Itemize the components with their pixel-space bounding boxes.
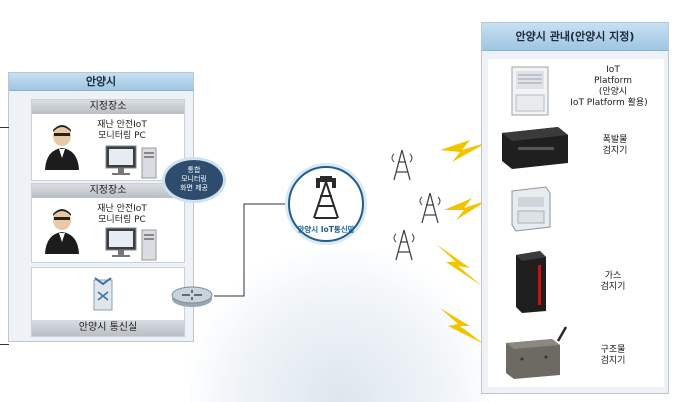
badge-line1: 통합 xyxy=(187,166,201,174)
structure-line1: 구조물 xyxy=(600,345,626,355)
structure-detector-icon xyxy=(506,326,568,379)
gas-line1: 가스 xyxy=(604,271,622,281)
platform-line2: Platform xyxy=(594,76,632,86)
site-connector-bracket xyxy=(0,127,9,345)
designated-site-1: 지정장소 재난 안전IoT 모니터링 PC xyxy=(31,99,185,181)
background-cityscape xyxy=(190,250,490,402)
designated-site-2: 지정장소 재난 안전IoT 모니터링 PC xyxy=(31,183,185,263)
sensor-unit-icon xyxy=(511,186,551,232)
structure-detector-label: 구조물 검지기 xyxy=(568,345,658,367)
monitoring-pc-label: 재난 안전IoT 모니터링 PC xyxy=(82,120,162,142)
tower-icon xyxy=(391,149,413,181)
pc-label-line1: 재난 안전IoT xyxy=(97,204,147,214)
gas-detector-icon xyxy=(516,251,546,313)
anyang-district-panel: 안양시 관내(안양시 지정) IoT Platform (안양시 IoT Pla… xyxy=(481,22,669,394)
cell-tower-icon xyxy=(313,176,339,219)
server-icon xyxy=(93,277,113,311)
device-list: IoT Platform (안양시 IoT Platform 활용) 폭발물 검… xyxy=(488,59,664,387)
designated-site-1-header: 지정장소 xyxy=(32,100,184,114)
explosive-detector-label: 폭발물 검지기 xyxy=(570,135,660,157)
explosive-detector-icon xyxy=(502,127,568,169)
gas-detector-label: 가스 검지기 xyxy=(568,271,658,293)
designated-site-2-header: 지정장소 xyxy=(32,184,184,198)
iot-network-label: 안양시 IoT통신망 xyxy=(297,225,355,234)
desktop-pc-icon xyxy=(105,227,157,261)
pc-label-line1: 재난 안전IoT xyxy=(97,120,147,130)
structure-line2: 검지기 xyxy=(600,356,626,366)
anyang-panel: 안양시 지정장소 재난 안전IoT 모니터링 PC 지정장소 xyxy=(0,72,194,345)
platform-line1: IoT xyxy=(606,65,620,75)
comm-room-label: 안양시 통신실 xyxy=(32,320,184,336)
iot-network-hub: 안양시 IoT통신망 xyxy=(288,166,364,242)
platform-line4: IoT Platform 활용) xyxy=(570,98,648,108)
pc-label-line2: 모니터링 PC xyxy=(98,131,146,141)
gas-line2: 검지기 xyxy=(600,282,626,292)
explosive-line2: 검지기 xyxy=(602,146,628,156)
platform-line3: (안양시 xyxy=(598,87,628,97)
integrated-monitoring-badge: 통합 모니터링 화면 제공 xyxy=(165,160,223,200)
tower-icon xyxy=(419,192,441,224)
pc-label-line2: 모니터링 PC xyxy=(98,215,146,225)
server-rack-icon xyxy=(511,66,549,116)
comm-room-box: 안양시 통신실 xyxy=(31,267,185,337)
anyang-panel-title: 안양시 xyxy=(9,73,193,91)
operator-icon xyxy=(45,125,79,170)
platform-label: IoT Platform (안양시 IoT Platform 활용) xyxy=(568,65,658,109)
badge-line3: 화면 제공 xyxy=(180,184,208,192)
desktop-pc-icon xyxy=(105,145,157,179)
district-panel-title: 안양시 관내(안양시 지정) xyxy=(482,23,668,51)
operator-icon xyxy=(45,209,79,254)
monitoring-pc-label: 재난 안전IoT 모니터링 PC xyxy=(82,204,162,226)
explosive-line1: 폭발물 xyxy=(602,135,628,145)
badge-line2: 모니터링 xyxy=(181,175,207,183)
router-icon xyxy=(171,286,213,307)
